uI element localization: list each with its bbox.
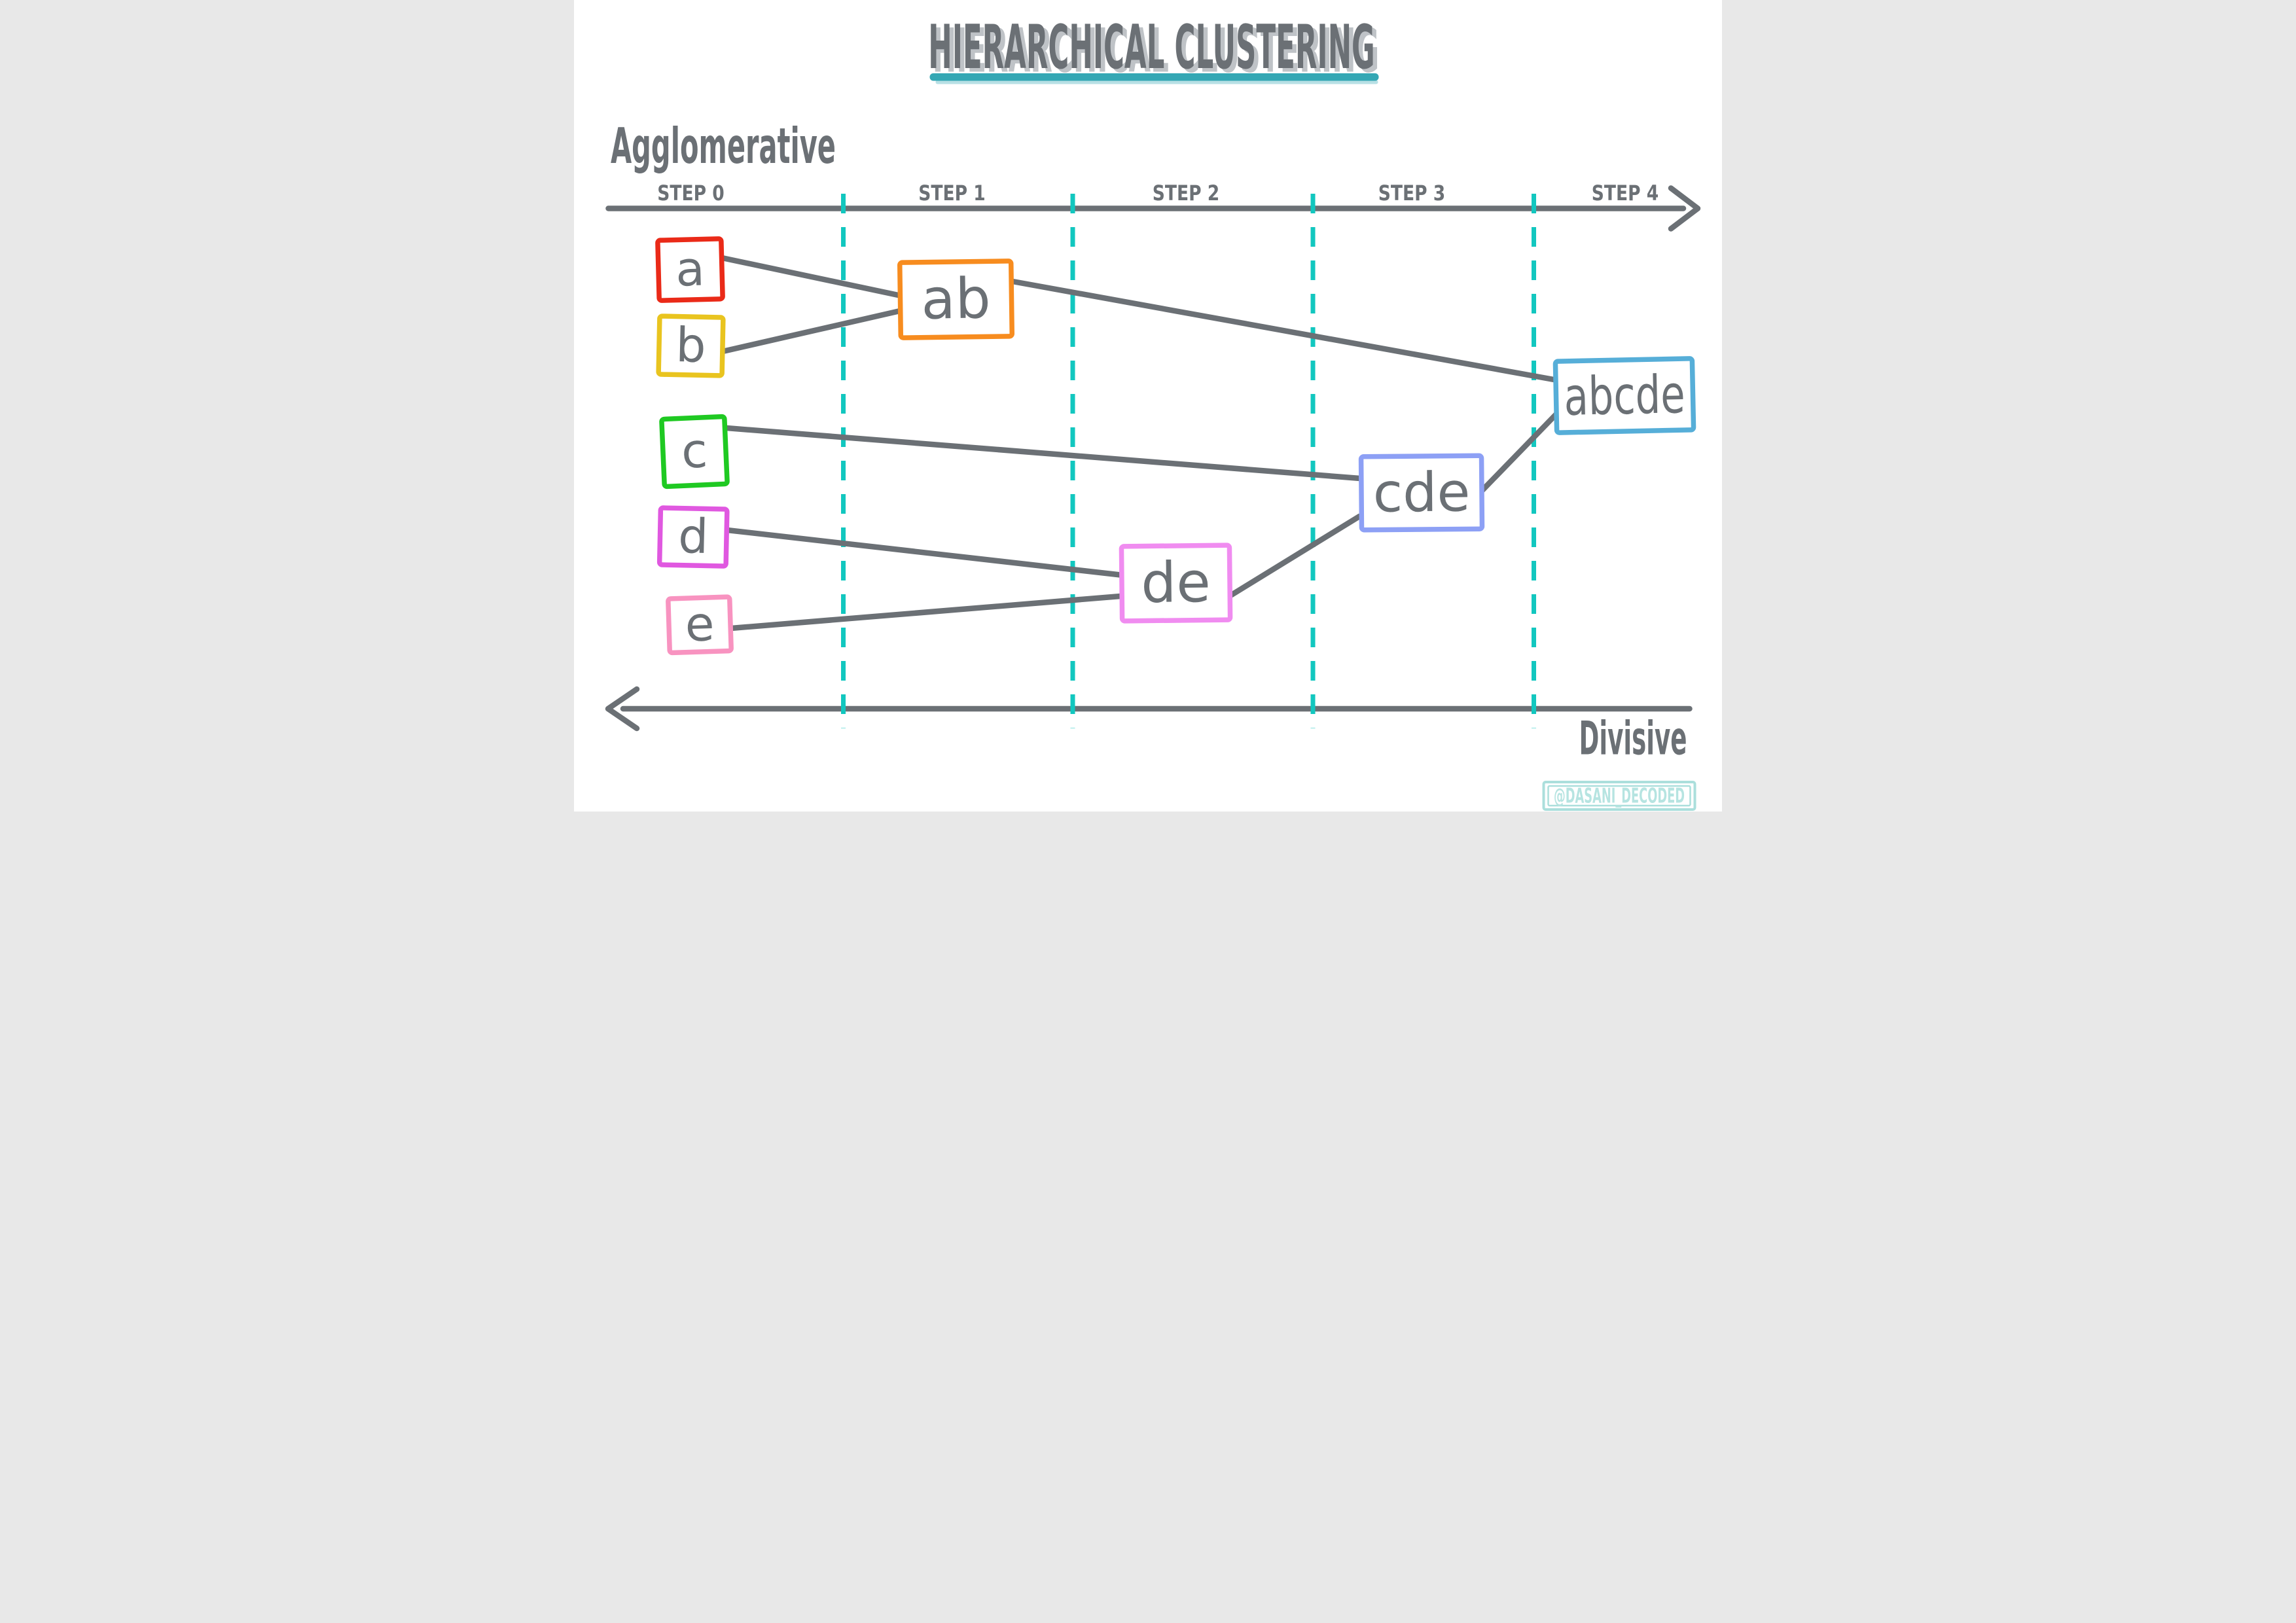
title-underline: [929, 73, 1379, 81]
link-b-ab: [718, 307, 906, 355]
link-e-de: [728, 593, 1124, 632]
cluster-box-abcde: [1552, 356, 1696, 435]
diagram-canvas: HIERARCHICAL CLUSTERING HIERARCHICAL CLU…: [574, 0, 1722, 812]
divisive-label: Divisive: [1579, 712, 1687, 766]
cluster-box-ab: [897, 259, 1014, 340]
cluster-box-label-abcde: abcde: [1564, 364, 1686, 427]
cluster-box-label-cde: cde: [1372, 461, 1470, 524]
link-cde-abcde: [1479, 410, 1560, 493]
agglomerative-label: Agglomerative: [611, 117, 836, 175]
cluster-cde: cde: [1358, 453, 1485, 533]
cluster-box-label-ab: ab: [921, 266, 991, 332]
cluster-box-c: [659, 414, 730, 490]
cluster-box-e: [666, 594, 734, 656]
step-label-3: STEP 3: [1378, 181, 1446, 205]
cluster-b: b: [656, 313, 726, 378]
hierarchical-clustering-diagram: HIERARCHICAL CLUSTERING HIERARCHICAL CLU…: [574, 0, 1722, 812]
page-title: HIERARCHICAL CLUSTERING: [928, 12, 1375, 82]
cluster-a: a: [655, 236, 725, 303]
cluster-box-b: [656, 313, 726, 378]
cluster-d: d: [656, 505, 730, 569]
link-c-cde: [723, 425, 1363, 482]
step-label-4: STEP 4: [1592, 181, 1659, 205]
step-label-2: STEP 2: [1153, 181, 1220, 205]
link-de-cde: [1227, 513, 1363, 599]
watermark-badge: @DASANI_DECODED: [1542, 781, 1696, 811]
cluster-box-label-c: c: [680, 423, 709, 480]
cluster-box-label-b: b: [675, 318, 707, 374]
cluster-de: de: [1119, 543, 1233, 624]
title-underline-echo: [935, 80, 1378, 84]
step-label-1: STEP 1: [918, 181, 986, 205]
cluster-e: e: [666, 594, 734, 656]
cluster-c: c: [659, 414, 730, 490]
cluster-box-label-de: de: [1141, 550, 1211, 616]
cluster-box-label-d: d: [677, 509, 709, 565]
cluster-abcde: abcde: [1552, 356, 1696, 435]
cluster-box-label-e: e: [684, 597, 715, 652]
link-a-ab: [719, 255, 906, 299]
cluster-box-label-a: a: [675, 241, 706, 297]
step-label-0: STEP 0: [657, 181, 725, 205]
cluster-ab: ab: [897, 259, 1014, 340]
link-ab-abcde: [1009, 278, 1560, 383]
watermark-text: @DASANI_DECODED: [1554, 785, 1685, 808]
watermark-outer-border: [1542, 781, 1696, 811]
left-arrow-icon: [605, 686, 640, 732]
cluster-box-a: [655, 236, 725, 303]
watermark-inner-border: [1547, 785, 1691, 807]
right-arrow-icon: [1668, 185, 1701, 232]
cluster-box-d: [656, 505, 730, 569]
link-d-de: [724, 527, 1124, 578]
cluster-box-cde: [1358, 453, 1485, 533]
cluster-box-de: [1119, 543, 1233, 624]
